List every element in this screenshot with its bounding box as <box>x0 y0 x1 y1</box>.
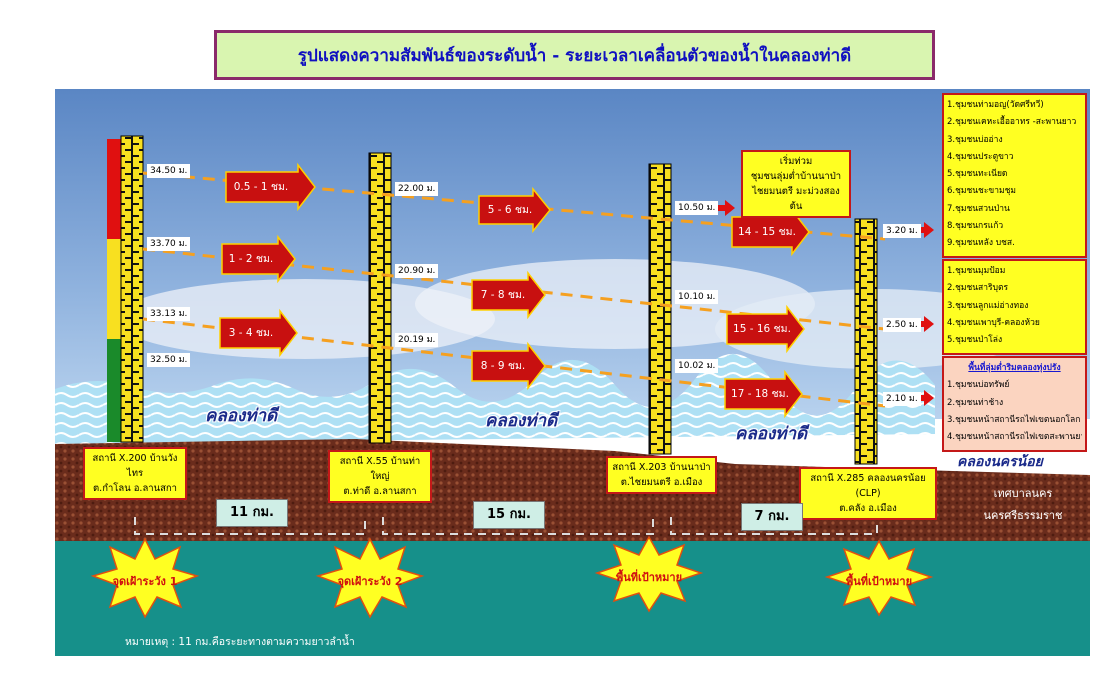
list-item: 3.ชุมชนบ่ออ่าง <box>947 134 1003 145</box>
level-label: 20.19 ม. <box>395 333 439 347</box>
station-box: สถานี X.203 บ้านนาป่า ต.ไชยมนตรี อ.เมือง <box>606 456 717 494</box>
station-location: ต.ไชยมนตรี อ.เมือง <box>620 477 703 488</box>
list-item: 5.ชุมชนป่าโล่ง <box>947 335 1003 346</box>
list-title: พื้นที่ลุ่มต่ำริมคลองทุ่งปรัง <box>968 363 1061 373</box>
flood-start-line: ชุมชนลุ่มต่ำบ้านนาป่า <box>750 171 842 182</box>
canal-label: คลองท่าดี <box>735 424 808 444</box>
travel-time: 1 - 2 ชม. <box>228 253 274 265</box>
travel-time: 17 - 18 ชม. <box>731 388 789 400</box>
list-item: 3.ชุมชนหน้าสถานีรถไฟเขตนอกโลก <box>947 414 1081 425</box>
gauge-1 <box>120 135 144 443</box>
canal-label: คลองท่าดี <box>205 406 278 426</box>
level-label: 3.20 ม. <box>883 224 921 238</box>
teal-band <box>55 541 1090 656</box>
page-title: รูปแสดงความสัมพันธ์ของระดับน้ำ - ระยะเวล… <box>214 30 935 80</box>
travel-time: 5 - 6 ชม. <box>487 204 533 216</box>
station-box: สถานี X.55 บ้านท่าใหญ่ ต.ท่าดี อ.ลานสกา <box>328 450 432 503</box>
level-label: 10.02 ม. <box>675 359 719 373</box>
list-item: 2.ชุมชนท่าช้าง <box>947 397 1004 408</box>
water <box>55 353 935 444</box>
station-name: สถานี X.55 บ้านท่าใหญ่ <box>339 456 421 482</box>
level-label: 33.70 ม. <box>147 237 191 251</box>
town-line: นครศรีธรรมราช <box>983 509 1063 522</box>
level-label: 34.50 ม. <box>147 164 191 178</box>
travel-time: 0.5 - 1 ชม. <box>233 181 289 193</box>
star-label: พื้นที่เป้าหมาย <box>845 575 913 588</box>
distance-label: 11 กม. <box>216 499 288 527</box>
footnote: หมายเหตุ : 11 กม.คือระยะทางตามความยาวลำน… <box>125 636 355 648</box>
flood-start-line: เริ่มท่วม <box>779 156 813 167</box>
list-item: 2.ชุมชนเคหะเอื้ออาทร -สะพานยาว <box>947 117 1077 128</box>
station-location: ต.ท่าดี อ.ลานสกา <box>343 486 417 497</box>
travel-time: 14 - 15 ชม. <box>738 226 796 238</box>
station-name: สถานี X.285 คลองนครน้อย (CLP) <box>810 473 926 499</box>
list-item: 1.ชุมชนบ่อทรัพย์ <box>947 380 1010 391</box>
list-item: 3.ชุมชนลูกแม่อ่างทอง <box>947 300 1029 311</box>
station-name: สถานี X.203 บ้านนาป่า <box>612 462 711 473</box>
distance-label: 7 กม. <box>741 503 803 531</box>
station-location: ต.คลัง อ.เมือง <box>839 503 897 514</box>
distance-label: 15 กม. <box>473 501 545 529</box>
list-item: 9.ชุมชนหลัง บชส. <box>947 238 1015 249</box>
gauge-4 <box>854 218 878 465</box>
station-location: ต.กำโลน อ.ลานสกา <box>93 483 177 494</box>
level-label: 20.90 ม. <box>395 264 439 278</box>
list-item: 4.ชุมชนประตูขาว <box>947 151 1014 162</box>
gauge-3 <box>648 163 672 455</box>
star-label: จุดเฝ้าระวัง 2 <box>337 575 403 588</box>
list-item: 4.ชุมชนหน้าสถานีรถไฟเขตสะพานยาว <box>947 432 1082 443</box>
list-item: 8.ชุมชนกรแก้ว <box>947 221 1004 232</box>
star-label: พื้นที่เป้าหมาย <box>615 571 683 584</box>
canal-label: คลองท่าดี <box>485 411 558 431</box>
list-item: 4.ชุมชนเพาบุรี-คลองห้วย <box>947 317 1040 328</box>
star-label: จุดเฝ้าระวัง 1 <box>112 575 178 588</box>
travel-time: 8 - 9 ชม. <box>480 360 526 372</box>
level-label: 10.50 ม. <box>675 201 719 215</box>
travel-time: 15 - 16 ชม. <box>733 323 791 335</box>
level-label: 32.50 ม. <box>147 353 191 367</box>
travel-time: 7 - 8 ชม. <box>480 289 526 301</box>
flood-start-line: ไชยมนตรี มะม่วงสองต้น <box>752 186 840 212</box>
station-box: สถานี X.200 บ้านวังไทร ต.กำโลน อ.ลานสกา <box>83 447 187 500</box>
town-line: เทศบาลนคร <box>993 487 1053 500</box>
level-label: 22.00 ม. <box>395 182 439 196</box>
level-label: 2.50 ม. <box>883 318 921 332</box>
town-label: เทศบาลนคร นครศรีธรรมราช <box>973 483 1073 527</box>
communities-low-list: พื้นที่ลุ่มต่ำริมคลองทุ่งปรัง 1.ชุมชนบ่อ… <box>942 356 1087 452</box>
level-label: 10.10 ม. <box>675 290 719 304</box>
level-label: 33.13 ม. <box>147 307 191 321</box>
scene-graphics <box>55 89 1090 656</box>
station-name: สถานี X.200 บ้านวังไทร <box>92 453 178 479</box>
diagram-scene: 34.50 ม. 33.70 ม. 33.13 ม. 32.50 ม. 22.0… <box>55 89 1090 656</box>
list-item: 5.ชุมชนทะเนียด <box>947 169 1008 180</box>
level-label: 2.10 ม. <box>883 392 921 406</box>
communities-mid-list: 1.ชุมชนมุมป้อม 2.ชุมชนสาริบุตร 3.ชุมชนลู… <box>942 259 1087 355</box>
list-item: 7.ชุมชนสวนป่าน <box>947 203 1010 214</box>
list-item: 1.ชุมชนมุมป้อม <box>947 266 1006 276</box>
travel-time: 3 - 4 ชม. <box>228 327 274 339</box>
list-item: 2.ชุมชนสาริบุตร <box>947 283 1009 294</box>
canal-label: คลองนครน้อย <box>957 454 1043 470</box>
flood-start-box: เริ่มท่วม ชุมชนลุ่มต่ำบ้านนาป่า ไชยมนตรี… <box>741 150 851 218</box>
list-item: 1.ชุมชนท่ามอญ(วัดศรีทวี) <box>947 100 1044 110</box>
station-box: สถานี X.285 คลองนครน้อย (CLP) ต.คลัง อ.เ… <box>799 467 937 520</box>
communities-top-list: 1.ชุมชนท่ามอญ(วัดศรีทวี) 2.ชุมชนเคหะเอื้… <box>942 93 1087 258</box>
list-item: 6.ชุมชนชะขามชุม <box>947 186 1016 197</box>
gauge-2 <box>368 152 392 444</box>
